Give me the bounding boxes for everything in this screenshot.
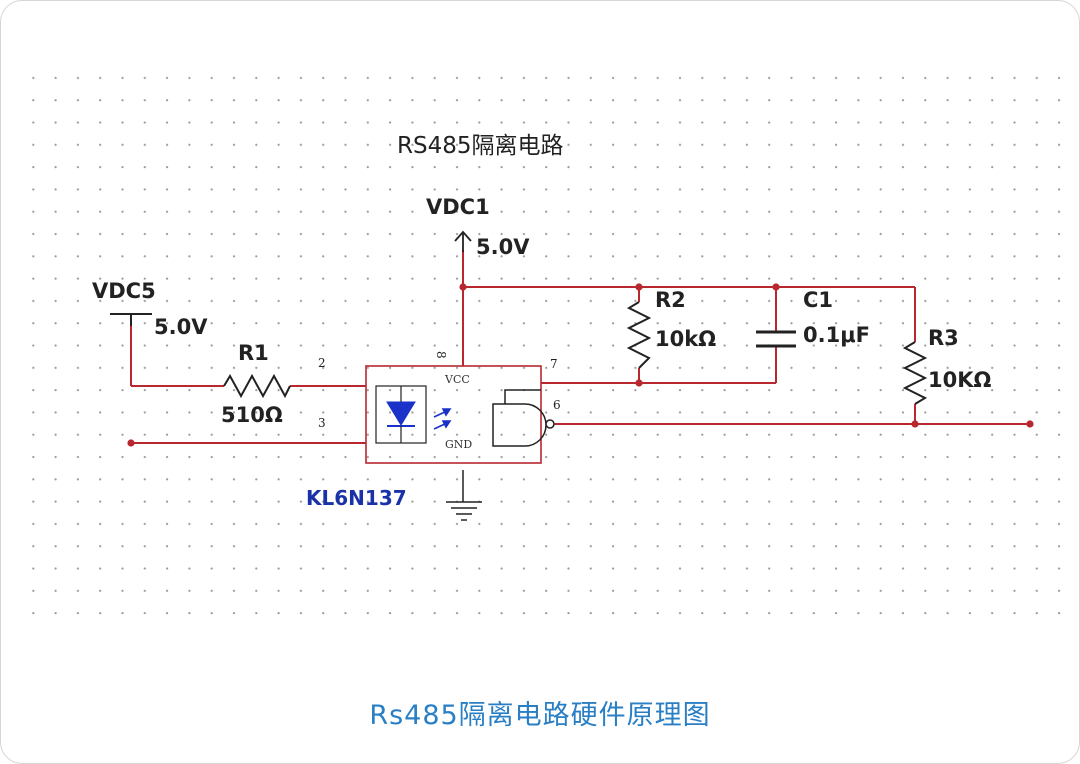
junction-r2-bottom [635, 379, 643, 387]
junction-r3-output [911, 420, 919, 428]
vdc5-value: 5.0V [154, 315, 208, 339]
ic-vcc-label: VCC [444, 373, 470, 386]
r3-name: R3 [928, 326, 959, 350]
ground-icon [446, 494, 482, 521]
nand-gate-icon [492, 389, 555, 447]
ic-body [365, 365, 542, 464]
terminal-input [127, 439, 135, 447]
pin-3-label: 3 [318, 416, 326, 430]
c1-name: C1 [803, 288, 833, 312]
c1-value: 0.1μF [803, 323, 870, 347]
diagram-title: RS485隔离电路 [397, 133, 563, 159]
vdc1-name: VDC1 [426, 195, 490, 219]
r1-symbol [223, 373, 291, 399]
pin-8-label: 8 [434, 351, 448, 359]
r2-name: R2 [655, 288, 686, 312]
schematic-canvas: RS485隔离电路 [24, 66, 1064, 624]
junction-vdc1 [459, 283, 467, 291]
vdc5-symbol [110, 313, 152, 326]
pin-2-label: 2 [318, 356, 326, 370]
ic-gnd-label: GND [445, 438, 472, 451]
junctions [127, 283, 1034, 447]
c1-symbol [756, 330, 796, 348]
vdc5-name: VDC5 [92, 279, 156, 303]
junction-r2-top [635, 283, 643, 291]
junction-c1-top [772, 283, 780, 291]
pin-6-label: 6 [553, 398, 561, 412]
vdc1-value: 5.0V [476, 235, 530, 259]
pin-7-label: 7 [550, 357, 558, 371]
r2-value: 10kΩ [655, 327, 716, 351]
r1-name: R1 [238, 341, 269, 365]
light-arrows-icon [433, 408, 452, 430]
r3-value: 10KΩ [928, 368, 991, 392]
r3-symbol [902, 341, 928, 405]
r2-symbol [626, 301, 652, 369]
ic-part-number: KL6N137 [306, 486, 407, 510]
terminal-output [1026, 420, 1034, 428]
grid-background [24, 66, 1064, 624]
r1-value: 510Ω [221, 403, 283, 427]
vdc1-symbol [454, 230, 472, 252]
figure-caption: Rs485隔离电路硬件原理图 [369, 700, 711, 731]
